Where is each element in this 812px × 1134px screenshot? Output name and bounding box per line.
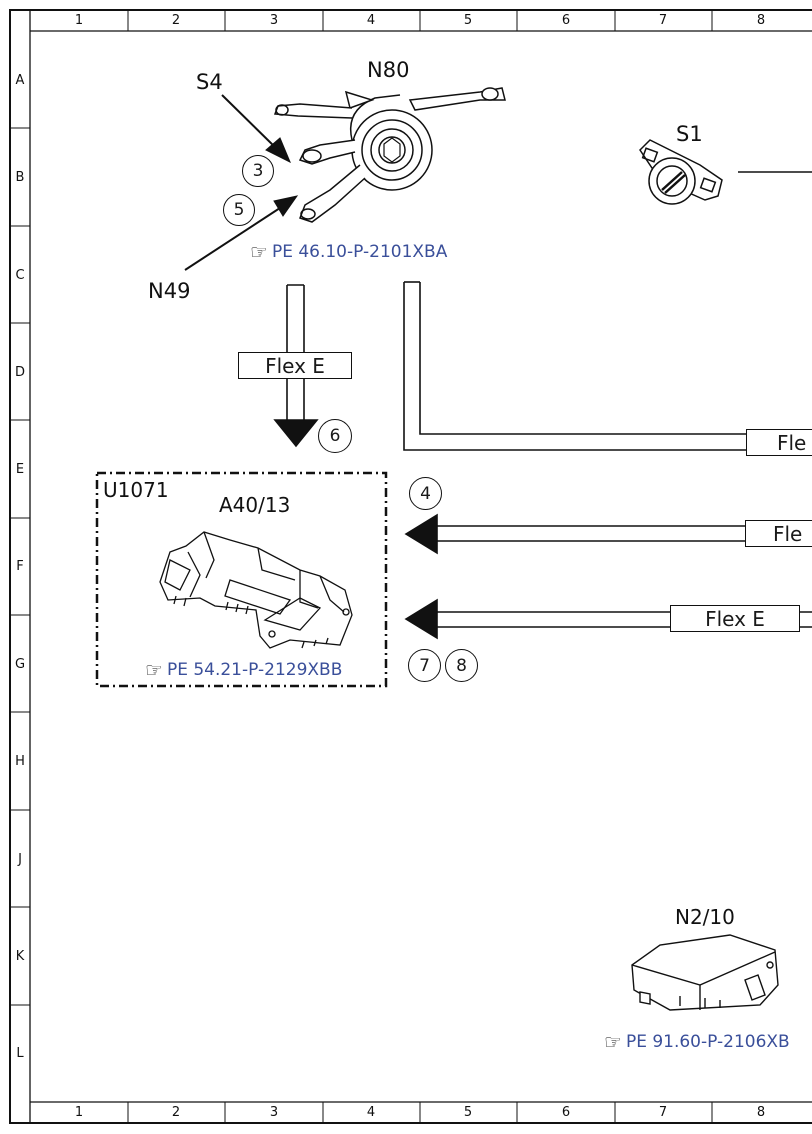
row-label: A <box>15 73 25 88</box>
n2-10-label: N2/10 <box>675 905 735 929</box>
bus-label-flex-e: Flex E <box>238 352 352 379</box>
s1-label: S1 <box>676 122 703 146</box>
n2-10-control-unit-drawing <box>631 934 779 1011</box>
row-label: D <box>14 365 25 380</box>
u1071-label: U1071 <box>103 478 169 502</box>
callout-6: 6 <box>318 419 352 453</box>
column-label: 6 <box>561 1105 571 1120</box>
pointing-hand-icon: ☞ <box>250 240 268 264</box>
column-label: 6 <box>561 13 571 28</box>
column-label: 4 <box>366 1105 376 1120</box>
a40-13-display-drawing <box>159 531 353 649</box>
n80-steering-column-module <box>273 87 506 223</box>
flex-arrow-upper <box>404 513 748 555</box>
pointing-hand-icon: ☞ <box>604 1030 622 1054</box>
column-label: 2 <box>171 13 181 28</box>
row-label: C <box>15 268 25 283</box>
row-label: K <box>15 949 25 964</box>
column-label: 3 <box>269 13 279 28</box>
column-label: 1 <box>74 13 84 28</box>
row-label: L <box>16 1046 24 1061</box>
callout-3: 3 <box>242 155 274 187</box>
callout-8: 8 <box>445 649 478 682</box>
flex-right-top-bus <box>403 281 750 451</box>
column-label: 8 <box>756 1105 766 1120</box>
row-label: G <box>14 657 26 672</box>
reference-link-display[interactable]: ☞ PE 54.21-P-2129XBB <box>145 658 342 682</box>
s4-label: S4 <box>196 70 223 94</box>
frame <box>9 9 812 1124</box>
callout-7: 7 <box>408 649 441 682</box>
row-label: H <box>15 754 25 769</box>
callout-4: 4 <box>409 477 442 510</box>
bus-label-arrow-lower: Flex E <box>670 605 800 632</box>
column-label: 4 <box>366 13 376 28</box>
reference-text: PE 46.10-P-2101XBA <box>271 242 448 262</box>
column-label: 1 <box>74 1105 84 1120</box>
reference-text: PE 54.21-P-2129XBB <box>166 660 343 680</box>
s1-ignition-switch <box>639 139 812 205</box>
reference-link-steering-column[interactable]: ☞ PE 46.10-P-2101XBA <box>250 240 447 264</box>
n49-label: N49 <box>148 279 191 303</box>
bus-label-arrow-upper: Fle <box>745 520 812 547</box>
callout-5: 5 <box>223 194 255 226</box>
n80-label: N80 <box>367 58 410 82</box>
reference-text: PE 91.60-P-2106XB <box>625 1032 790 1052</box>
column-label: 7 <box>658 13 668 28</box>
column-label: 5 <box>463 1105 473 1120</box>
column-label: 3 <box>269 1105 279 1120</box>
reference-link-control-unit[interactable]: ☞ PE 91.60-P-2106XB <box>604 1030 790 1054</box>
row-label: J <box>18 852 22 867</box>
column-label: 8 <box>756 13 766 28</box>
n49-arrow <box>184 195 299 271</box>
column-label: 7 <box>658 1105 668 1120</box>
column-label: 5 <box>463 13 473 28</box>
row-label: F <box>16 559 24 574</box>
bus-label-right-top: Fle <box>746 429 812 456</box>
row-label: B <box>15 170 25 185</box>
column-label: 2 <box>171 1105 181 1120</box>
pointing-hand-icon: ☞ <box>145 658 163 682</box>
row-label: E <box>15 462 25 477</box>
u1071-boundary <box>95 471 388 688</box>
s4-arrow <box>221 94 291 164</box>
a40-13-label: A40/13 <box>219 493 291 517</box>
